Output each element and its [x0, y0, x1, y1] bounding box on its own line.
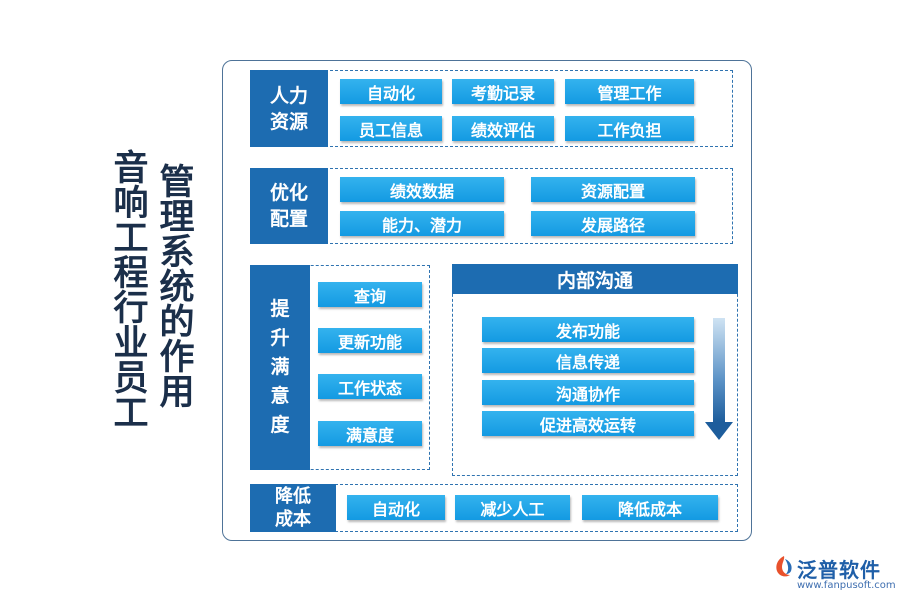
- comm-item-publish: 发布功能: [482, 317, 694, 342]
- opt-item-performance-data: 绩效数据: [340, 177, 504, 202]
- brand-url: www.fanpusoft.com: [797, 580, 896, 591]
- hr-item-management: 管理工作: [565, 79, 694, 104]
- diagram-frame: [222, 60, 752, 541]
- hr-item-employee-info: 员工信息: [340, 116, 442, 141]
- cost-label-text: 降低成本: [275, 486, 311, 530]
- hr-item-workload: 工作负担: [565, 116, 694, 141]
- hr-item-performance: 绩效评估: [452, 116, 554, 141]
- down-arrow-icon: [705, 318, 733, 440]
- brand-logo-block: 泛普软件 www.fanpusoft.com: [773, 553, 898, 598]
- comm-item-info-transfer: 信息传递: [482, 348, 694, 373]
- sat-item-work-status: 工作状态: [318, 374, 422, 399]
- sat-label: 提升满意度: [250, 265, 310, 470]
- sat-item-update: 更新功能: [318, 328, 422, 353]
- opt-label: 优化配置: [250, 168, 328, 244]
- hr-item-automation: 自动化: [340, 79, 442, 104]
- comm-item-collaboration: 沟通协作: [482, 380, 694, 405]
- sat-item-query: 查询: [318, 282, 422, 307]
- opt-label-text: 优化配置: [269, 182, 308, 230]
- brand-name: 泛普软件: [797, 558, 881, 582]
- sat-item-satisfaction: 满意度: [318, 421, 422, 446]
- cost-label: 降低成本: [250, 484, 336, 532]
- opt-item-development-path: 发展路径: [531, 211, 695, 236]
- hr-label: 人力资源: [250, 70, 328, 147]
- sat-label-text: 提升满意度: [270, 298, 290, 436]
- opt-item-resource-allocation: 资源配置: [531, 177, 695, 202]
- cost-item-reduce-labor: 减少人工: [455, 495, 570, 520]
- hr-label-text: 人力资源: [269, 84, 308, 133]
- comm-header: 内部沟通: [452, 264, 738, 294]
- cost-item-reduce-cost: 降低成本: [582, 495, 718, 520]
- title-line-1: 音响工程行业员工: [113, 149, 149, 434]
- cost-item-automation: 自动化: [347, 495, 445, 520]
- comm-item-efficiency: 促进高效运转: [482, 411, 694, 436]
- brand-logo-icon: [776, 556, 792, 577]
- hr-item-attendance: 考勤记录: [452, 79, 554, 104]
- title-line-2: 管理系统的作用: [159, 163, 195, 413]
- opt-item-ability: 能力、潜力: [340, 211, 504, 236]
